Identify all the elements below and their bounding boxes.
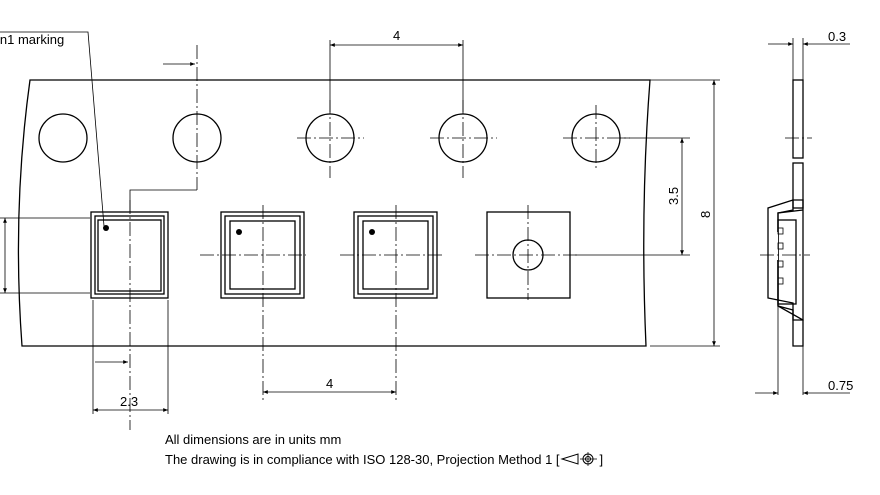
pocket-width-label: 2.3 xyxy=(120,394,138,409)
pin1-marking-label: in1 marking xyxy=(0,32,64,47)
tape-thickness-label: 0.3 xyxy=(828,29,846,44)
pitch-bottom-label: 4 xyxy=(326,376,333,391)
note-iso-end: ] xyxy=(599,452,604,467)
note-iso: The drawing is in compliance with ISO 12… xyxy=(165,452,603,467)
pin1-dot xyxy=(236,229,242,235)
side-view xyxy=(755,38,850,395)
projection-method-symbol-icon xyxy=(559,452,597,466)
note-iso-text: The drawing is in compliance with ISO 12… xyxy=(165,452,560,467)
tape-width-label: 8 xyxy=(698,211,713,218)
pin1-dot xyxy=(103,225,109,231)
pocket-depth-label: 0.75 xyxy=(828,378,853,393)
carrier-tape-outline xyxy=(17,79,651,347)
pockets xyxy=(90,200,580,430)
sprocket-holes xyxy=(38,45,630,190)
note-units: All dimensions are in units mm xyxy=(165,432,342,447)
pitch-top-label: 4 xyxy=(393,28,400,43)
hole-to-pocket-label: 3.5 xyxy=(666,187,681,205)
pin1-dot xyxy=(369,229,375,235)
